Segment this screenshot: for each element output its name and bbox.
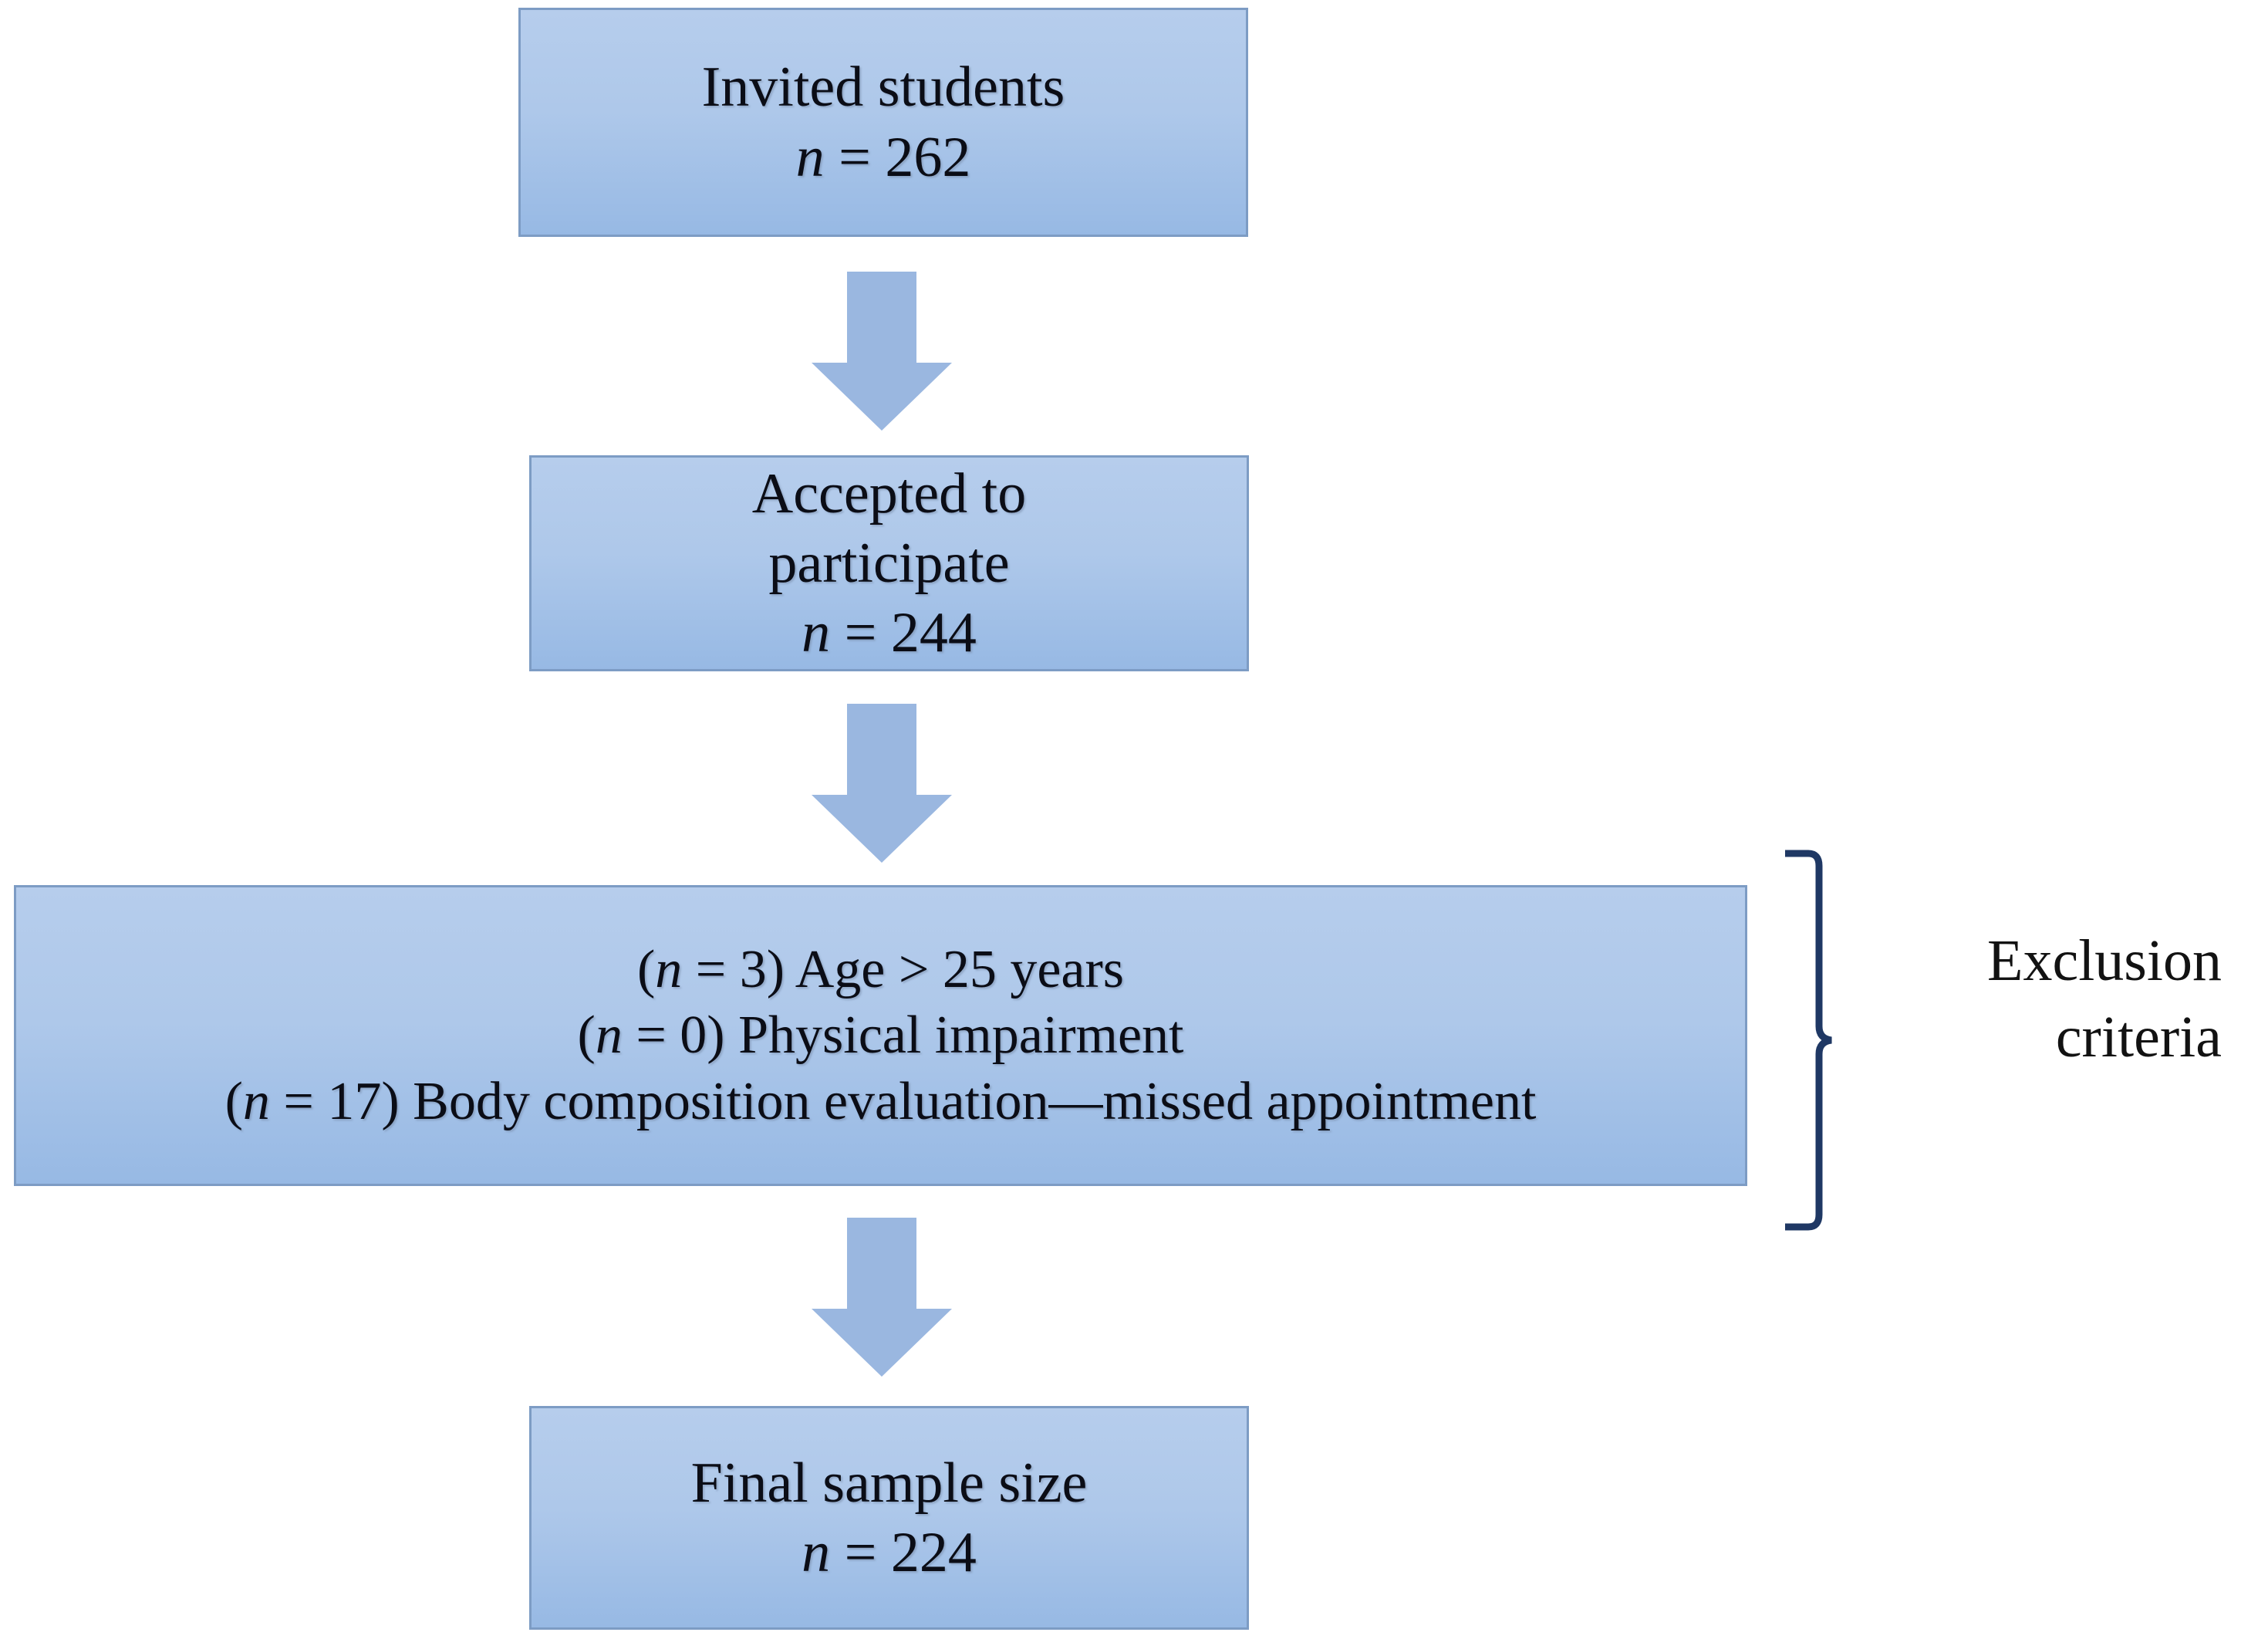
exclusion-item-body-composition: (n = 17) Body composition evaluation—mis…: [225, 1069, 1537, 1134]
final-sample-size-count-value: = 224: [830, 1521, 977, 1584]
exclusion-criteria-label: Exclusion criteria: [1882, 923, 2222, 1076]
down-arrow-icon: [812, 1218, 952, 1377]
exclusion-criteria-brace: [1774, 847, 1859, 1233]
final-sample-size-title: Final sample size: [690, 1451, 1088, 1515]
invited-students-box: Invited students n = 262: [518, 8, 1248, 237]
n-symbol: n: [595, 1005, 623, 1066]
down-arrow-icon: [812, 272, 952, 431]
n-symbol: n: [242, 1071, 270, 1131]
accepted-count-value: = 244: [830, 601, 977, 665]
n-symbol: n: [802, 1521, 831, 1584]
arrow-accepted-to-exclusion: [812, 704, 952, 863]
exclusion-item-impairment-open: (: [577, 1005, 596, 1066]
exclusion-item-age-open: (: [636, 939, 656, 999]
exclusion-item-body-composition-open: (: [224, 1071, 243, 1131]
n-symbol: n: [655, 939, 683, 999]
exclusion-item-age: (n = 3) Age > 25 years: [637, 937, 1124, 1002]
invited-students-title: Invited students: [701, 56, 1065, 120]
final-sample-size-box: Final sample size n = 224: [529, 1406, 1249, 1630]
invited-students-count: n = 262: [796, 123, 971, 192]
accepted-count: n = 244: [802, 598, 977, 667]
down-arrow-icon: [812, 704, 952, 863]
exclusion-item-age-text: = 3) Age > 25 years: [682, 939, 1125, 999]
exclusion-item-body-composition-text: = 17) Body composition evaluation—missed…: [269, 1071, 1537, 1131]
accepted-line-1: Accepted to: [751, 461, 1027, 525]
exclusion-criteria-box: (n = 3) Age > 25 years (n = 0) Physical …: [14, 885, 1747, 1186]
exclusion-item-impairment: (n = 0) Physical impairment: [578, 1002, 1184, 1068]
final-sample-size-count: n = 224: [802, 1518, 977, 1587]
accepted-to-participate-box: Accepted to participate n = 244: [529, 455, 1249, 671]
curly-brace-icon: [1785, 850, 1832, 1231]
arrow-exclusion-to-final: [812, 1218, 952, 1377]
exclusion-criteria-label-line2: criteria: [2055, 1004, 2222, 1070]
invited-students-count-value: = 262: [824, 125, 971, 189]
exclusion-item-impairment-text: = 0) Physical impairment: [622, 1005, 1184, 1066]
accepted-line-2: participate: [768, 531, 1010, 595]
exclusion-criteria-label-line1: Exclusion: [1987, 928, 2222, 993]
n-symbol: n: [795, 125, 825, 189]
arrow-invited-to-accepted: [812, 272, 952, 431]
n-symbol: n: [802, 601, 831, 665]
